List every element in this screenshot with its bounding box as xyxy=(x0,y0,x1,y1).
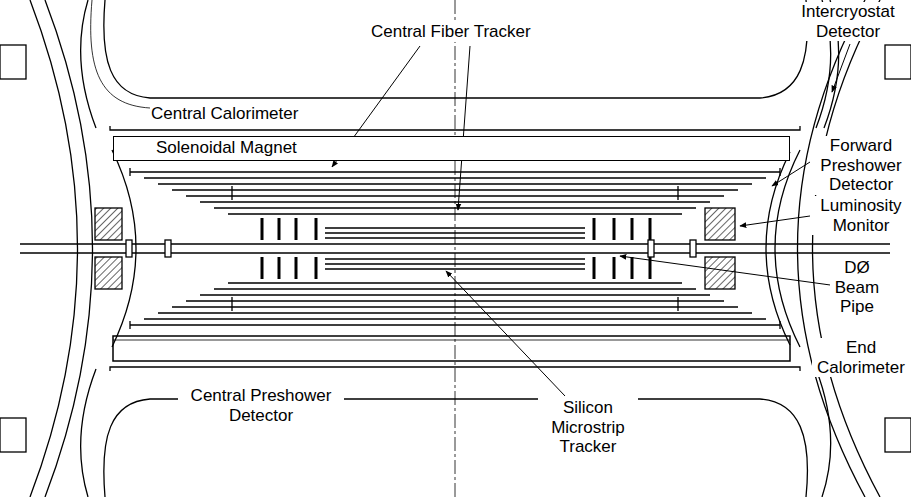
part-label: Central Fiber Tracker xyxy=(370,22,532,42)
solenoid-magnet xyxy=(113,336,790,361)
intercryostat-detector xyxy=(81,0,96,128)
magnet-box: Solenoidal Magnet xyxy=(113,136,790,161)
leader-line xyxy=(772,162,810,186)
part-label: End Calorimeter xyxy=(812,338,910,377)
center-line xyxy=(455,0,456,497)
part-label: Forward Preshower Detector xyxy=(812,136,910,195)
luminosity-monitor xyxy=(705,257,735,289)
luminosity-monitor xyxy=(705,208,735,240)
flange xyxy=(885,45,911,79)
end-cryostat-outline xyxy=(30,0,78,497)
silicon-disks xyxy=(262,218,650,279)
pipe-fitting xyxy=(126,240,132,257)
part-label: Central Calorimeter xyxy=(150,104,299,124)
forward-preshower xyxy=(766,152,790,345)
part-name: Solenoidal Magnet xyxy=(156,138,785,158)
end-cryostat-outline xyxy=(45,0,93,497)
solenoid-magnet xyxy=(113,340,790,341)
luminosity-monitor xyxy=(95,208,122,240)
leader-line xyxy=(620,256,852,288)
leader-line xyxy=(832,44,850,92)
flange xyxy=(885,418,911,452)
flange xyxy=(0,45,26,79)
part-label: Intercryostat Detector xyxy=(786,2,910,41)
luminosity-monitor xyxy=(95,257,122,289)
leader-line xyxy=(458,46,470,210)
pipe-fitting xyxy=(648,240,654,257)
intercryostat-detector xyxy=(816,369,831,497)
part-label: Silicon Microstrip Tracker xyxy=(538,398,638,457)
part-label: DØ Beam Pipe xyxy=(830,258,884,317)
pipe-fitting xyxy=(165,240,171,257)
intercryostat-detector xyxy=(81,369,96,497)
central-cryostat-wall xyxy=(91,0,150,108)
end-cryostat-outline xyxy=(798,0,866,497)
central-cryostat-outline xyxy=(104,0,808,98)
end-cryostat-outline xyxy=(813,0,881,497)
flange xyxy=(0,418,26,452)
pipe-fitting xyxy=(690,240,696,257)
forward-preshower xyxy=(112,150,136,347)
leader-line xyxy=(740,216,810,226)
leader-line xyxy=(446,271,565,396)
part-label: Luminosity Monitor xyxy=(812,196,910,235)
part-label: Central Preshower Detector xyxy=(178,386,344,425)
